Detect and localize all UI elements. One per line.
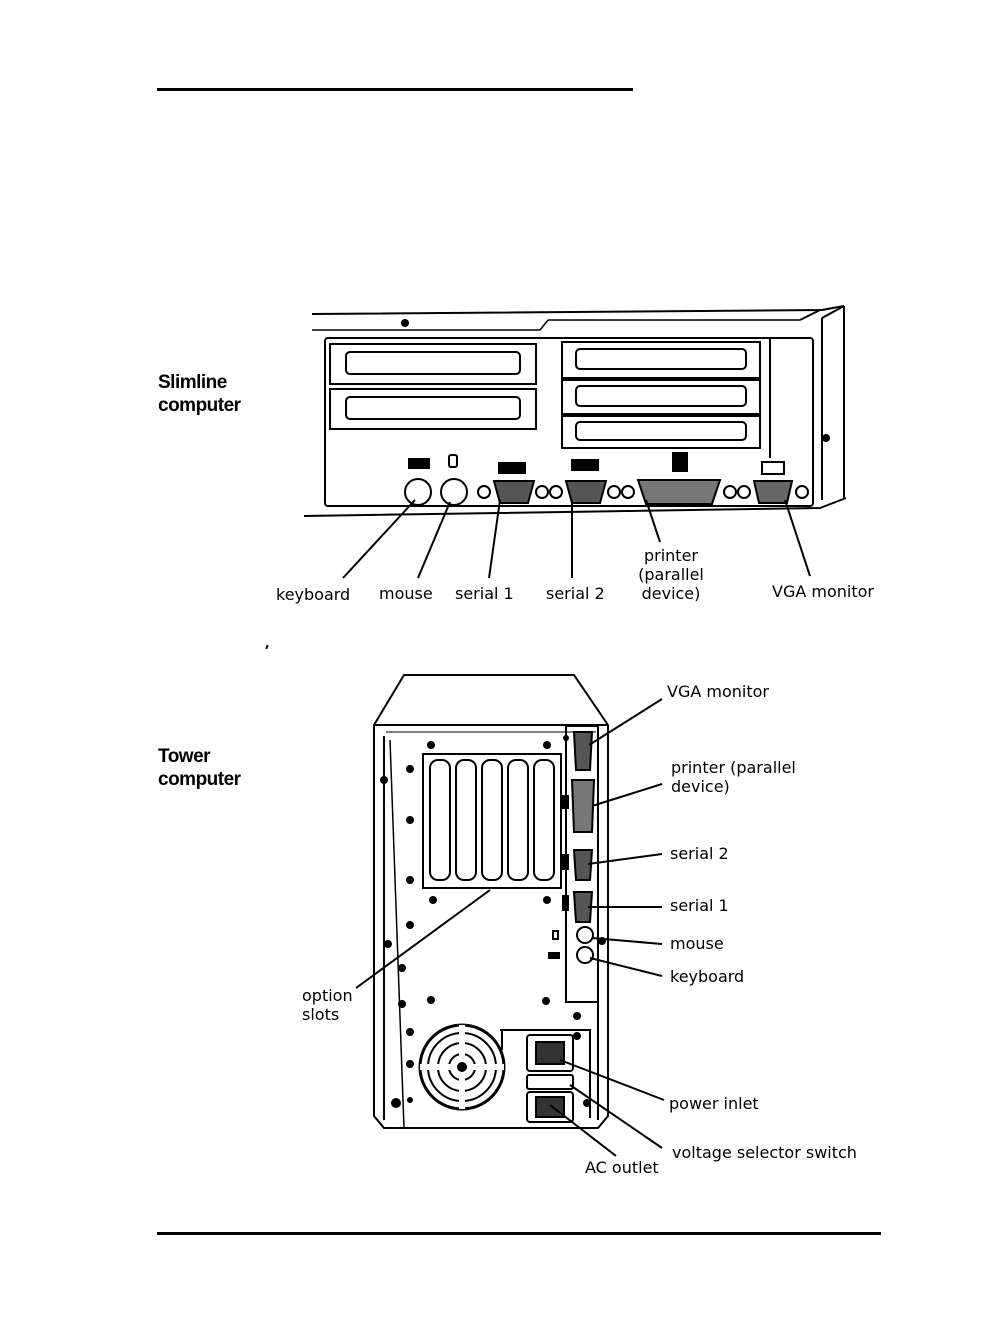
tower-label-printer-line2: device) [671,777,796,796]
tower-label-ac-outlet: AC outlet [585,1158,659,1177]
tower-power-supply [420,1025,590,1122]
tower-label-printer: printer (parallel device) [671,758,796,796]
tower-label-vga: VGA monitor [667,682,769,701]
tower-label-power-inlet: power inlet [669,1094,759,1113]
tower-option-slots [423,754,561,888]
tower-label-option-line1: option [302,986,353,1005]
tower-label-serial1: serial 1 [670,896,729,915]
tower-label-option-slots: option slots [302,986,353,1024]
tower-label-mouse: mouse [670,934,724,953]
tower-label-keyboard: keyboard [670,967,744,986]
tower-label-serial2: serial 2 [670,844,729,863]
tower-label-voltage-selector: voltage selector switch [672,1143,857,1162]
tower-label-printer-line1: printer (parallel [671,758,796,777]
tower-label-option-line2: slots [302,1005,353,1024]
